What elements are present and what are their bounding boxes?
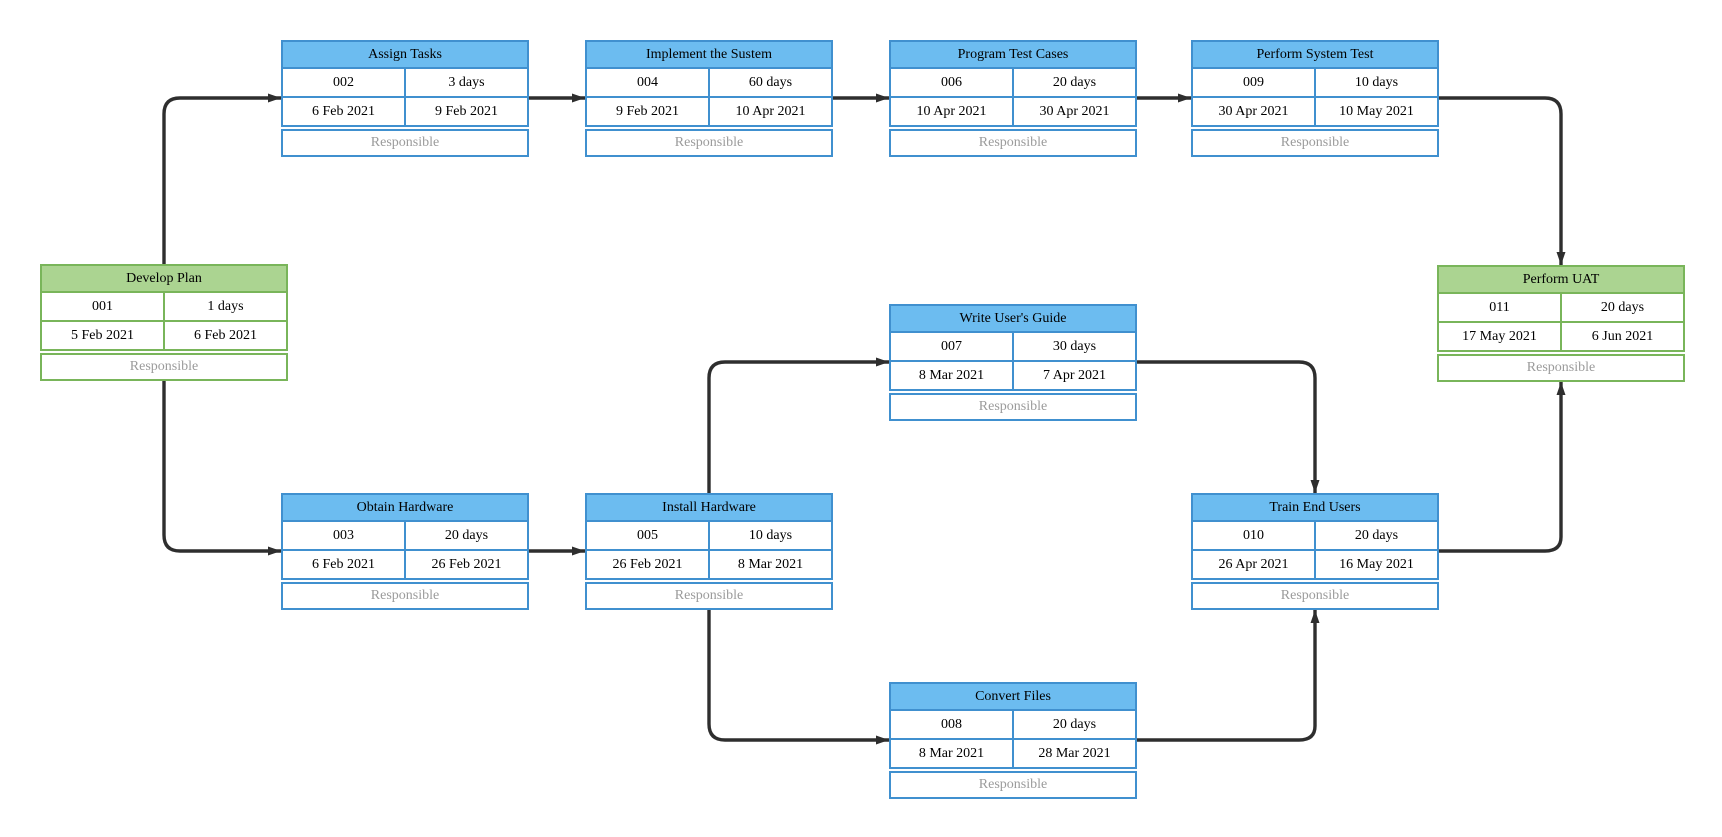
task-start-date: 8 Mar 2021 xyxy=(918,368,985,383)
task-node-assign-tasks[interactable]: Assign Tasks 002 3 days 6 Feb 2021 9 Feb… xyxy=(281,40,529,157)
task-end-date: 26 Feb 2021 xyxy=(404,551,527,578)
task-end-date: 16 May 2021 xyxy=(1314,551,1437,578)
task-id: 006 xyxy=(941,75,962,90)
task-responsible: Responsible xyxy=(585,582,833,610)
task-id: 002 xyxy=(333,75,354,90)
task-table: Convert Files 008 20 days 8 Mar 2021 28 … xyxy=(889,682,1137,769)
task-responsible: Responsible xyxy=(889,129,1137,157)
task-responsible: Responsible xyxy=(281,129,529,157)
task-table: Assign Tasks 002 3 days 6 Feb 2021 9 Feb… xyxy=(281,40,529,127)
task-table: Install Hardware 005 10 days 26 Feb 2021… xyxy=(585,493,833,580)
task-table: Perform System Test 009 10 days 30 Apr 2… xyxy=(1191,40,1439,127)
task-id: 009 xyxy=(1243,75,1264,90)
task-duration: 3 days xyxy=(404,69,527,96)
task-responsible: Responsible xyxy=(40,353,288,381)
task-title: Train End Users xyxy=(1193,495,1437,522)
task-table: Develop Plan 001 1 days 5 Feb 2021 6 Feb… xyxy=(40,264,288,351)
task-duration: 20 days xyxy=(1314,522,1437,549)
task-id: 007 xyxy=(941,339,962,354)
task-id: 004 xyxy=(637,75,658,90)
task-node-perform-uat[interactable]: Perform UAT 011 20 days 17 May 2021 6 Ju… xyxy=(1437,265,1685,382)
task-title: Program Test Cases xyxy=(891,42,1135,69)
task-title: Implement the Sustem xyxy=(587,42,831,69)
task-end-date: 10 Apr 2021 xyxy=(708,98,831,125)
task-start-date: 10 Apr 2021 xyxy=(916,104,987,119)
task-table: Perform UAT 011 20 days 17 May 2021 6 Ju… xyxy=(1437,265,1685,352)
task-end-date: 7 Apr 2021 xyxy=(1012,362,1135,389)
task-start-date: 8 Mar 2021 xyxy=(918,746,985,761)
connector-perform-system-test-to-perform-uat[interactable] xyxy=(1439,96,1566,265)
task-start-date: 30 Apr 2021 xyxy=(1218,104,1289,119)
task-start-date: 26 Apr 2021 xyxy=(1218,557,1289,572)
task-start-date: 26 Feb 2021 xyxy=(612,557,683,572)
task-node-program-test-cases[interactable]: Program Test Cases 006 20 days 10 Apr 20… xyxy=(889,40,1137,157)
task-duration: 20 days xyxy=(1012,711,1135,738)
connector-write-users-guide-to-train-end-users[interactable] xyxy=(1137,360,1320,493)
task-id: 011 xyxy=(1489,300,1510,315)
task-node-write-users-guide[interactable]: Write User's Guide 007 30 days 8 Mar 202… xyxy=(889,304,1137,421)
task-id: 010 xyxy=(1243,528,1264,543)
task-duration: 10 days xyxy=(708,522,831,549)
task-end-date: 8 Mar 2021 xyxy=(708,551,831,578)
task-title: Obtain Hardware xyxy=(283,495,527,522)
task-id: 001 xyxy=(92,299,113,314)
task-responsible: Responsible xyxy=(1191,582,1439,610)
task-end-date: 6 Feb 2021 xyxy=(163,322,286,349)
task-table: Write User's Guide 007 30 days 8 Mar 202… xyxy=(889,304,1137,391)
task-node-install-hardware[interactable]: Install Hardware 005 10 days 26 Feb 2021… xyxy=(585,493,833,610)
connector-install-hardware-to-convert-files[interactable] xyxy=(707,610,889,745)
task-title: Perform UAT xyxy=(1439,267,1683,294)
task-responsible: Responsible xyxy=(889,771,1137,799)
task-node-implement-the-sustem[interactable]: Implement the Sustem 004 60 days 9 Feb 2… xyxy=(585,40,833,157)
task-start-date: 6 Feb 2021 xyxy=(312,104,375,119)
task-id: 003 xyxy=(333,528,354,543)
task-table: Program Test Cases 006 20 days 10 Apr 20… xyxy=(889,40,1137,127)
task-title: Write User's Guide xyxy=(891,306,1135,333)
connector-develop-plan-to-assign-tasks[interactable] xyxy=(162,93,281,264)
connector-develop-plan-to-obtain-hardware[interactable] xyxy=(162,381,281,556)
task-end-date: 9 Feb 2021 xyxy=(404,98,527,125)
task-title: Install Hardware xyxy=(587,495,831,522)
task-duration: 30 days xyxy=(1012,333,1135,360)
task-responsible: Responsible xyxy=(1191,129,1439,157)
task-end-date: 10 May 2021 xyxy=(1314,98,1437,125)
task-responsible: Responsible xyxy=(889,393,1137,421)
task-node-perform-system-test[interactable]: Perform System Test 009 10 days 30 Apr 2… xyxy=(1191,40,1439,157)
task-node-obtain-hardware[interactable]: Obtain Hardware 003 20 days 6 Feb 2021 2… xyxy=(281,493,529,610)
task-start-date: 9 Feb 2021 xyxy=(616,104,679,119)
task-start-date: 5 Feb 2021 xyxy=(71,328,134,343)
connector-train-end-users-to-perform-uat[interactable] xyxy=(1439,382,1566,553)
task-title: Assign Tasks xyxy=(283,42,527,69)
task-start-date: 6 Feb 2021 xyxy=(312,557,375,572)
task-duration: 20 days xyxy=(404,522,527,549)
task-duration: 20 days xyxy=(1560,294,1683,321)
connector-install-hardware-to-write-users-guide[interactable] xyxy=(707,357,889,493)
task-end-date: 30 Apr 2021 xyxy=(1012,98,1135,125)
task-responsible: Responsible xyxy=(281,582,529,610)
task-node-develop-plan[interactable]: Develop Plan 001 1 days 5 Feb 2021 6 Feb… xyxy=(40,264,288,381)
task-duration: 10 days xyxy=(1314,69,1437,96)
task-id: 008 xyxy=(941,717,962,732)
task-table: Obtain Hardware 003 20 days 6 Feb 2021 2… xyxy=(281,493,529,580)
task-id: 005 xyxy=(637,528,658,543)
task-node-train-end-users[interactable]: Train End Users 010 20 days 26 Apr 2021 … xyxy=(1191,493,1439,610)
connector-convert-files-to-train-end-users[interactable] xyxy=(1137,610,1320,742)
task-duration: 60 days xyxy=(708,69,831,96)
task-table: Train End Users 010 20 days 26 Apr 2021 … xyxy=(1191,493,1439,580)
task-start-date: 17 May 2021 xyxy=(1462,329,1537,344)
task-node-convert-files[interactable]: Convert Files 008 20 days 8 Mar 2021 28 … xyxy=(889,682,1137,799)
task-end-date: 28 Mar 2021 xyxy=(1012,740,1135,767)
task-duration: 1 days xyxy=(163,293,286,320)
task-duration: 20 days xyxy=(1012,69,1135,96)
task-title: Perform System Test xyxy=(1193,42,1437,69)
task-responsible: Responsible xyxy=(585,129,833,157)
task-end-date: 6 Jun 2021 xyxy=(1560,323,1683,350)
task-table: Implement the Sustem 004 60 days 9 Feb 2… xyxy=(585,40,833,127)
task-title: Develop Plan xyxy=(42,266,286,293)
task-title: Convert Files xyxy=(891,684,1135,711)
task-responsible: Responsible xyxy=(1437,354,1685,382)
